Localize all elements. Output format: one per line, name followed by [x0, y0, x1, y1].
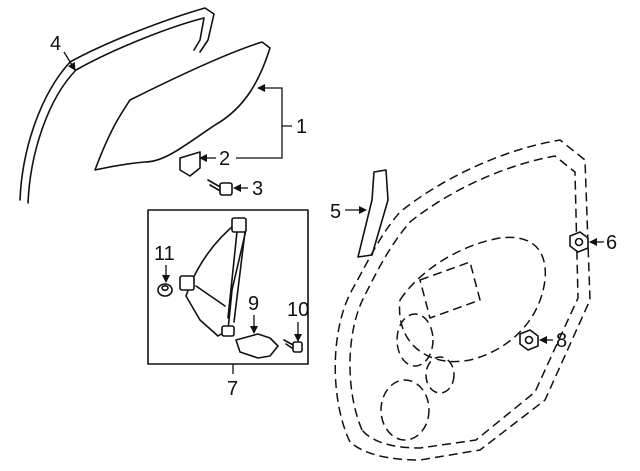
regulator-motor [235, 333, 279, 359]
callout-2: 2 [219, 148, 230, 170]
callout-4: 4 [50, 33, 61, 55]
door-panel [334, 139, 591, 461]
nut-8 [519, 329, 539, 351]
callout-6: 6 [606, 232, 617, 254]
nut-6 [569, 231, 589, 253]
bolt [207, 179, 233, 196]
callout-3: 3 [252, 178, 263, 200]
leader-lines [63, 51, 604, 374]
screw [283, 339, 303, 353]
window-regulator [179, 217, 247, 337]
regulator-box [147, 209, 309, 365]
glass-clip [179, 151, 201, 177]
guide-rail [357, 169, 389, 258]
callout-11: 11 [154, 243, 175, 265]
nut-11 [157, 283, 173, 297]
callout-10: 10 [287, 299, 309, 321]
glass-run-channel [19, 7, 215, 204]
door-glass [94, 41, 271, 171]
callout-9: 9 [248, 293, 259, 315]
callout-1: 1 [296, 116, 307, 138]
callout-7: 7 [227, 378, 238, 400]
callout-5: 5 [330, 201, 341, 223]
callout-8: 8 [556, 330, 567, 352]
